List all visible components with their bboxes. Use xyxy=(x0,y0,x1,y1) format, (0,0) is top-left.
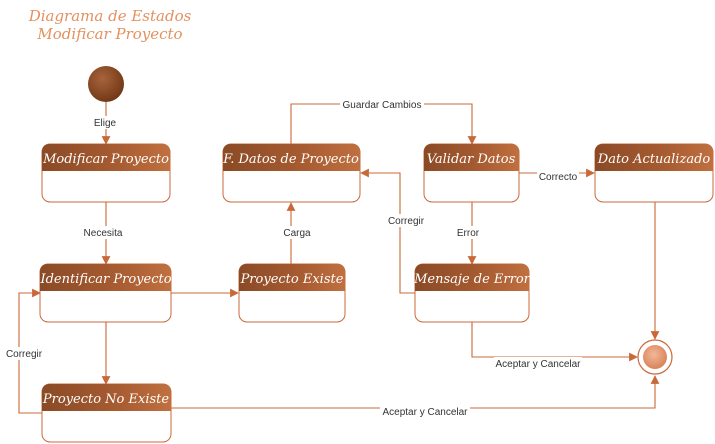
state-identificar-proyecto[interactable]: Identificar Proyecto xyxy=(39,263,172,323)
final-state-node xyxy=(637,339,673,375)
state-modificar-proyecto[interactable]: Modificar Proyecto xyxy=(41,143,171,203)
state-label-no-existe: Proyecto No Existe xyxy=(42,392,169,407)
state-mensaje-error[interactable]: Mensaje de Error xyxy=(413,263,531,323)
state-datos-proyecto[interactable]: F. Datos de Proyecto xyxy=(222,143,361,203)
edge-corregir-datos xyxy=(360,168,415,294)
edge-aceptar-error xyxy=(471,322,638,362)
svg-text:Error: Error xyxy=(457,228,480,239)
diagram-title-line2: Modificar Proyecto xyxy=(36,25,182,43)
svg-text:Correcto: Correcto xyxy=(539,172,578,183)
state-dato-actualizado[interactable]: Dato Actualizado xyxy=(594,143,714,203)
svg-text:Guardar Cambios: Guardar Cambios xyxy=(343,100,422,111)
state-label-validar: Validar Datos xyxy=(427,152,516,167)
label-corregir-datos: Corregir xyxy=(385,214,429,227)
edge-aceptar-no-existe xyxy=(171,375,660,409)
svg-text:Carga: Carga xyxy=(283,228,311,239)
state-label-actualizado: Dato Actualizado xyxy=(597,152,711,167)
label-necesita: Necesita xyxy=(79,226,127,239)
label-aceptar-error: Aceptar y Cancelar xyxy=(494,357,582,370)
diagram-title-line1: Diagrama de Estados xyxy=(28,7,192,25)
state-proyecto-existe[interactable]: Proyecto Existe xyxy=(238,263,346,323)
svg-text:Elige: Elige xyxy=(94,118,117,129)
state-proyecto-no-existe[interactable]: Proyecto No Existe xyxy=(41,383,172,443)
label-correcto: Correcto xyxy=(537,170,579,183)
svg-text:Corregir: Corregir xyxy=(388,216,425,227)
label-error: Error xyxy=(454,226,482,239)
svg-text:Corregir: Corregir xyxy=(6,349,43,360)
initial-state-node xyxy=(88,66,124,102)
label-carga: Carga xyxy=(282,226,312,239)
label-aceptar-no-existe: Aceptar y Cancelar xyxy=(380,405,470,418)
state-label-datos: F. Datos de Proyecto xyxy=(222,152,359,167)
state-label-identificar: Identificar Proyecto xyxy=(39,272,171,287)
label-guardar-cambios: Guardar Cambios xyxy=(340,98,424,111)
state-validar-datos[interactable]: Validar Datos xyxy=(423,143,520,203)
svg-text:Necesita: Necesita xyxy=(84,228,123,239)
state-label-existe: Proyecto Existe xyxy=(240,272,344,287)
svg-text:Aceptar y Cancelar: Aceptar y Cancelar xyxy=(495,359,581,370)
label-corregir-identificar: Corregir xyxy=(3,347,45,360)
state-label-error: Mensaje de Error xyxy=(413,272,531,287)
state-label-modificar: Modificar Proyecto xyxy=(42,152,169,167)
label-elige: Elige xyxy=(88,116,122,129)
svg-text:Aceptar y Cancelar: Aceptar y Cancelar xyxy=(382,407,468,418)
